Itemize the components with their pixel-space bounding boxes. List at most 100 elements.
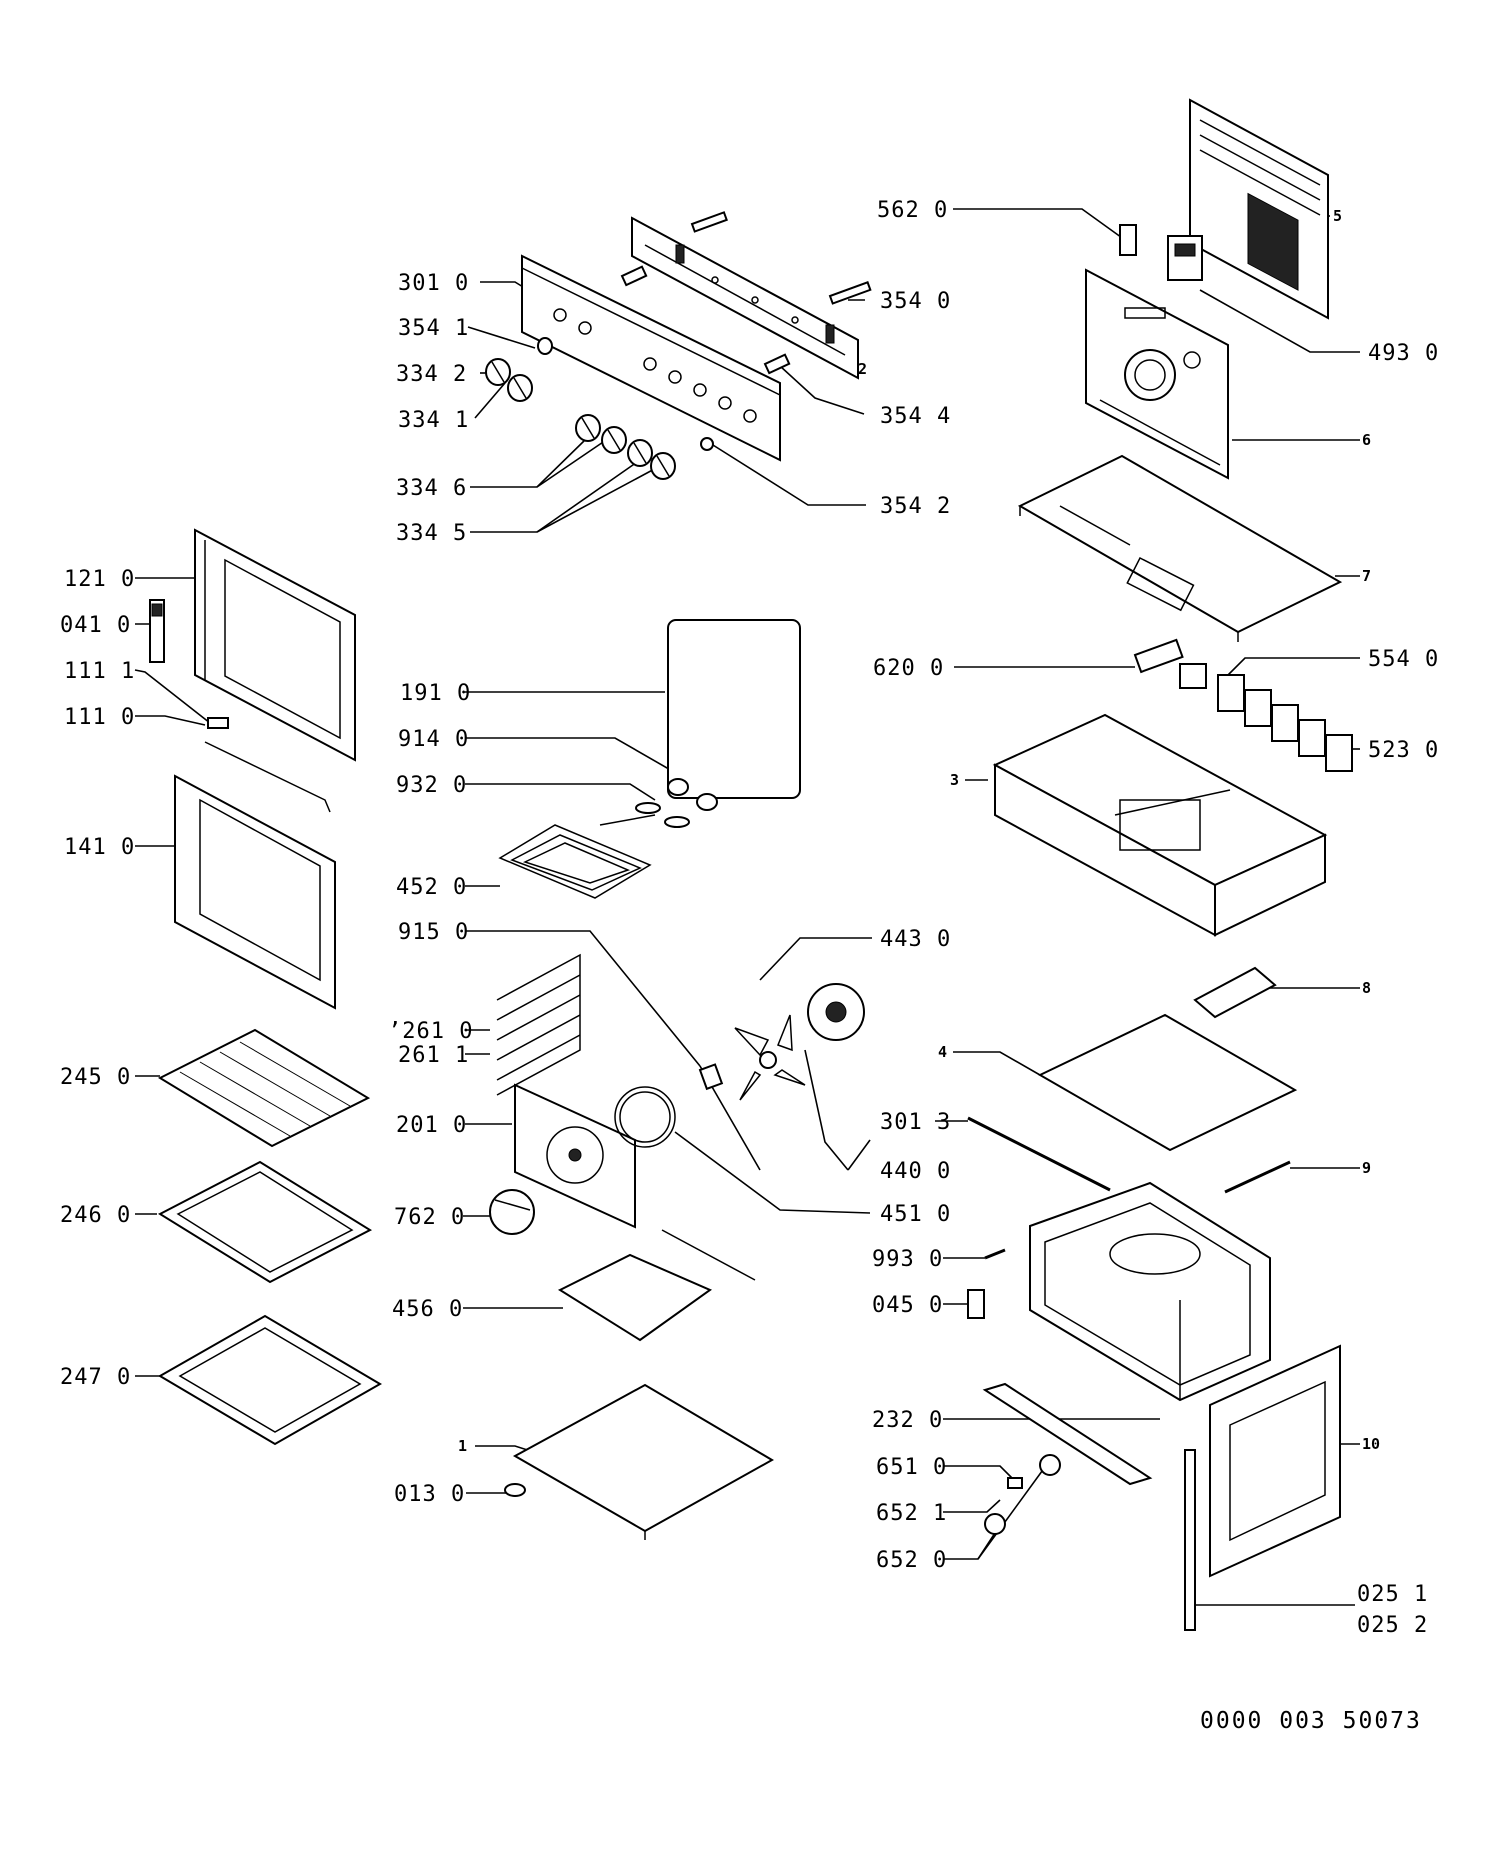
callout-562-0: 562 0 [877, 198, 948, 223]
lamp-holders [635, 778, 718, 828]
oven-cavity [1029, 1181, 1271, 1402]
callout-labels: 562 0 354 0 301 0 354 1 334 2 334 1 354 … [60, 198, 1439, 1638]
callout-993-0: 993 0 [872, 1247, 943, 1272]
callout-932-0: 932 0 [396, 773, 467, 798]
terminal-block [1133, 638, 1184, 674]
callout-354-4: 354 4 [880, 404, 951, 429]
top-cover [1017, 454, 1343, 642]
callout-354-1: 354 1 [398, 316, 469, 341]
callout-354-0: 354 0 [880, 289, 951, 314]
callout-440-0: 440 0 [880, 1159, 951, 1184]
callout-620-0: 620 0 [873, 656, 944, 681]
lamp-cover [489, 1189, 535, 1235]
position-numbers: 5 2 6 7 3 8 4 9 10 1 [458, 207, 1380, 1455]
callout-232-0: 232 0 [872, 1408, 943, 1433]
strip-9 [1224, 1160, 1291, 1194]
rail-8 [1193, 966, 1277, 1019]
position-7: 7 [1362, 567, 1371, 585]
fan-motor [698, 983, 865, 1101]
callout-246-0: 246 0 [60, 1203, 131, 1228]
position-8: 8 [1362, 979, 1371, 997]
callout-554-0: 554 0 [1368, 647, 1439, 672]
callout-111-0: 111 0 [64, 705, 135, 730]
callout-025-1: 025 1 [1357, 1582, 1428, 1607]
position-4: 4 [938, 1043, 947, 1061]
switch-block [1179, 663, 1353, 772]
hinge-block [967, 1289, 985, 1319]
callout-651-0: 651 0 [876, 1455, 947, 1480]
small-knobs [984, 1454, 1061, 1535]
callout-452-0: 452 0 [396, 875, 467, 900]
bottom-plate [512, 1383, 775, 1540]
callout-523-0: 523 0 [1368, 738, 1439, 763]
trim-strip [967, 1116, 1111, 1192]
callout-301-0: 301 0 [398, 271, 469, 296]
position-10: 10 [1362, 1435, 1380, 1453]
position-1: 1 [458, 1437, 467, 1455]
inner-door [194, 528, 356, 762]
callout-191-0: 191 0 [400, 681, 471, 706]
callout-261-0: ’261 0 [388, 1019, 473, 1044]
side-trim [1184, 1449, 1196, 1631]
control-panel-bracket [620, 211, 872, 380]
clip-562 [1119, 224, 1137, 256]
knobs [485, 337, 676, 480]
callout-354-2: 354 2 [880, 494, 951, 519]
screw-993 [984, 1248, 1006, 1260]
door-gasket [667, 619, 801, 799]
callout-245-0: 245 0 [60, 1065, 131, 1090]
bottom-element [557, 1229, 756, 1342]
callout-443-0: 443 0 [880, 927, 951, 952]
leader-lines [134, 208, 1360, 1606]
position-5: 5 [1333, 207, 1342, 225]
door-frame [1209, 1344, 1341, 1578]
callout-111-1: 111 1 [64, 659, 135, 684]
position-3: 3 [950, 771, 959, 789]
callout-045-0: 045 0 [872, 1293, 943, 1318]
parts [149, 98, 1353, 1631]
callout-041-0: 041 0 [60, 613, 131, 638]
hinge [204, 717, 331, 813]
side-runners [496, 953, 581, 1096]
callout-301-3: 301 3 [880, 1110, 951, 1135]
callout-247-0: 247 0 [60, 1365, 131, 1390]
callout-013-0: 013 0 [394, 1482, 465, 1507]
drip-tray [158, 1314, 382, 1446]
callout-762-0: 762 0 [394, 1205, 465, 1230]
baking-tray [157, 1160, 373, 1284]
callout-334-1: 334 1 [398, 408, 469, 433]
back-frame [1085, 268, 1229, 480]
document-number: 0000 003 50073 [1200, 1708, 1422, 1734]
callout-025-2: 025 2 [1357, 1613, 1428, 1638]
callout-915-0: 915 0 [398, 920, 469, 945]
callout-914-0: 914 0 [398, 727, 469, 752]
callout-652-0: 652 0 [876, 1548, 947, 1573]
side-panel [1037, 1013, 1298, 1152]
control-panel [521, 254, 781, 462]
callout-493-0: 493 0 [1368, 341, 1439, 366]
grill-element [498, 814, 656, 899]
foot [504, 1483, 526, 1497]
wire-shelf [157, 1028, 371, 1148]
fan-cover [514, 1083, 636, 1229]
rear-panel [1189, 98, 1329, 320]
outer-door [174, 774, 336, 1010]
callout-334-2: 334 2 [396, 362, 467, 387]
base-frame [992, 713, 1328, 937]
position-2: 2 [858, 360, 867, 378]
callout-261-1: 261 1 [398, 1043, 469, 1068]
bottom-strip [982, 1382, 1153, 1486]
thermal-cutout [1167, 235, 1203, 281]
position-6: 6 [1362, 431, 1371, 449]
position-9: 9 [1362, 1159, 1371, 1177]
door-handle [149, 599, 165, 663]
ring-element [614, 1086, 676, 1148]
callout-451-0: 451 0 [880, 1202, 951, 1227]
callout-652-1: 652 1 [876, 1501, 947, 1526]
callout-334-6: 334 6 [396, 476, 467, 501]
callout-141-0: 141 0 [64, 835, 135, 860]
callout-456-0: 456 0 [392, 1297, 463, 1322]
callout-121-0: 121 0 [64, 567, 135, 592]
callout-334-5: 334 5 [396, 521, 467, 546]
